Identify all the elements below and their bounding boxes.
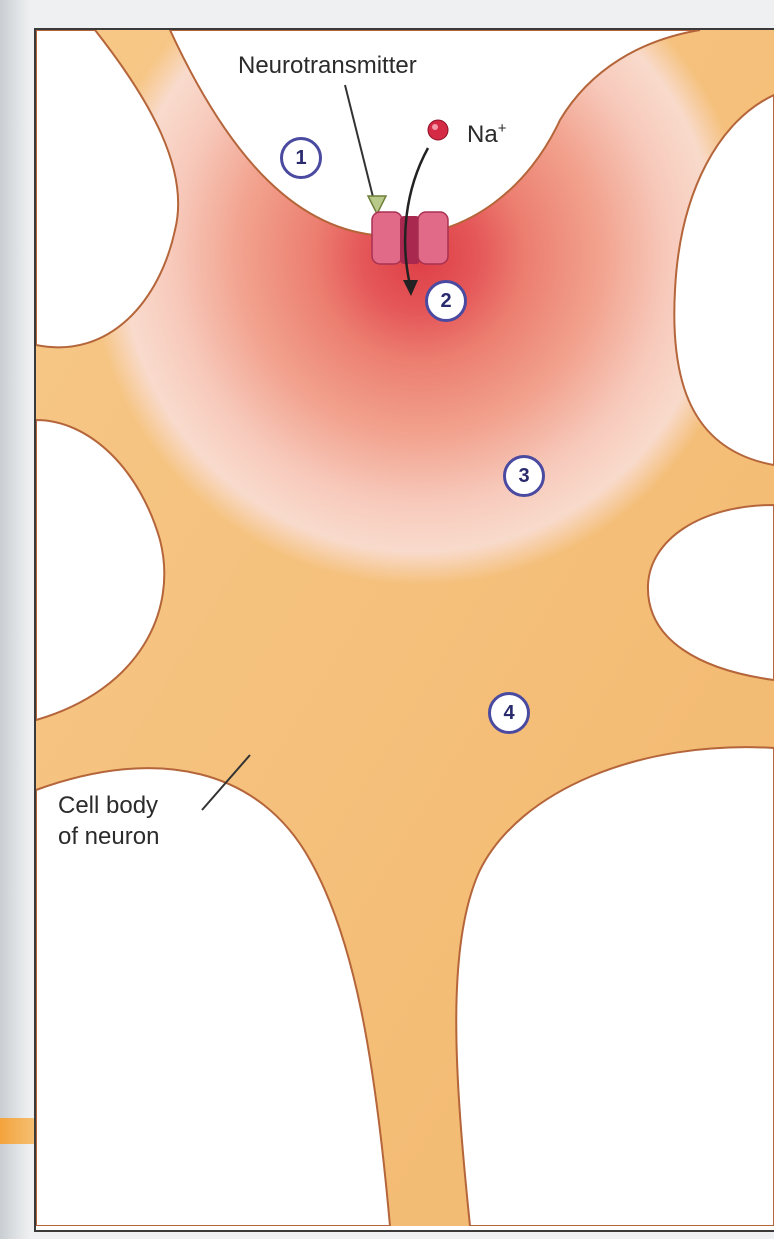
- step-1-badge: 1: [280, 137, 322, 179]
- sodium-symbol: Na: [467, 121, 498, 148]
- sodium-ion-icon: [428, 120, 448, 140]
- sodium-ion-label: Na+: [467, 120, 506, 149]
- cell-body-label-line2: of neuron: [58, 821, 248, 852]
- sodium-charge: +: [498, 120, 507, 137]
- cell-body-label: Cell body of neuron: [58, 790, 248, 852]
- step-2-badge: 2: [425, 280, 467, 322]
- step-4-badge: 4: [488, 692, 530, 734]
- neurotransmitter-label: Neurotransmitter: [238, 52, 417, 80]
- cell-body-label-line1: Cell body: [58, 790, 248, 821]
- ion-channel-icon: [372, 212, 448, 264]
- sodium-ion-highlight: [432, 124, 438, 130]
- step-3-badge: 3: [503, 455, 545, 497]
